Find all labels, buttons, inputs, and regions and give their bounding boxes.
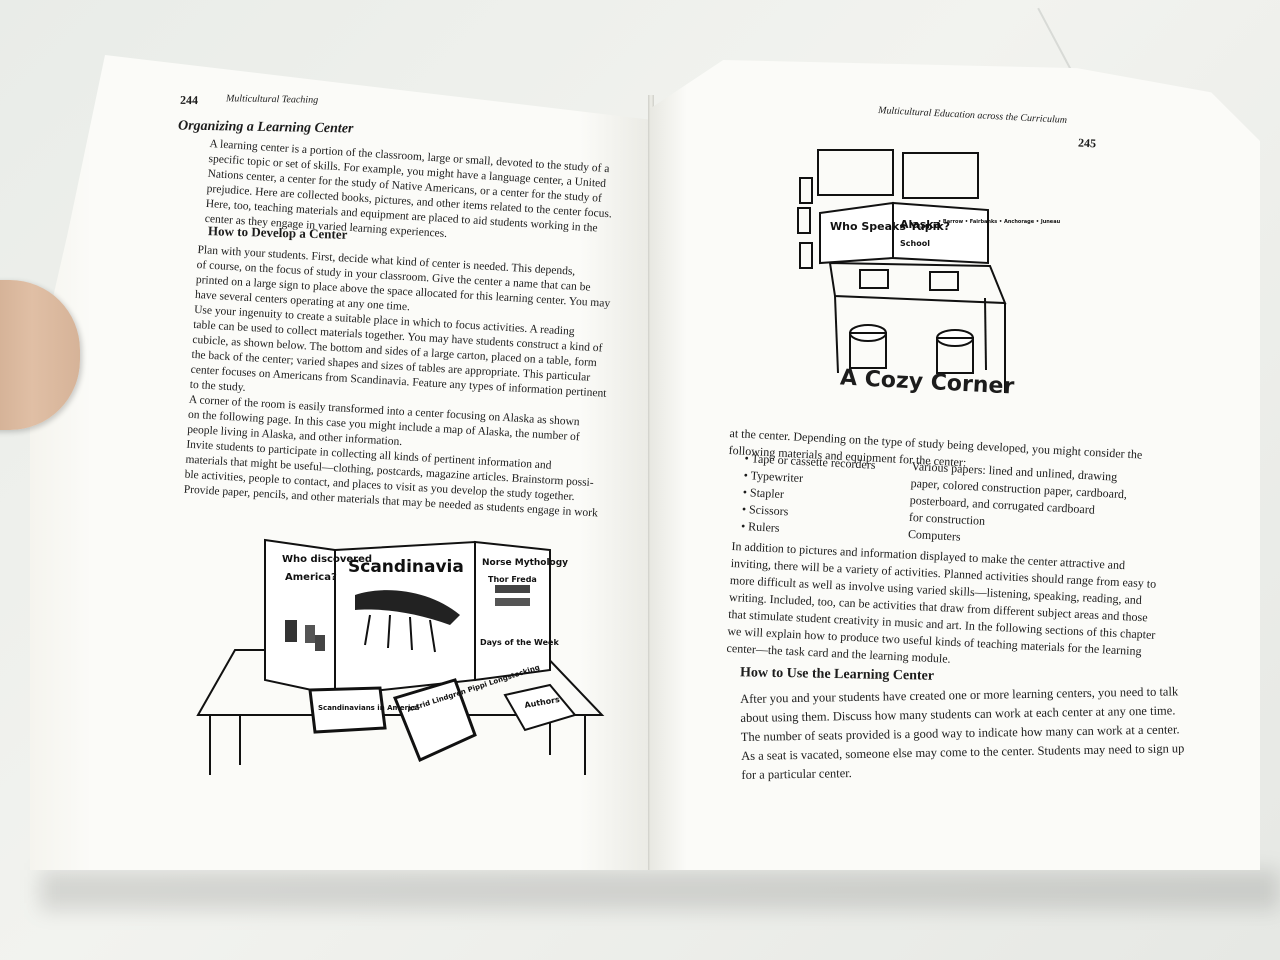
city-list-label: • Barrow • Fairbanks • Anchorage • Junea… — [938, 219, 1061, 225]
alaska-label: Alaska — [900, 218, 941, 231]
heading-how-to-develop: How to Develop a Center — [207, 223, 348, 242]
heading-organizing: Organizing a Learning Center — [177, 118, 354, 137]
right-running-head: Multicultural Education across the Curri… — [877, 105, 1068, 126]
book1-label: Scandinavians in America — [318, 704, 420, 712]
left-running-head: Multicultural Teaching — [225, 93, 319, 106]
sign-label: Who Speaks Yupik? — [830, 220, 950, 233]
right-page: Multicultural Education across the Curri… — [650, 60, 1260, 870]
panel-center-label: Scandinavia — [348, 557, 464, 577]
left-paragraph-2: Plan with your students. First, decide w… — [183, 243, 613, 522]
left-page: 244 Multicultural Teaching Organizing a … — [30, 55, 655, 870]
book-shadow — [40, 870, 1280, 910]
right-paragraph-2: In addition to pictures and information … — [726, 538, 1159, 678]
cozy-corner-illustration: Who Speaks Yupik? Alaska School • Barrow… — [797, 149, 1061, 393]
panel-right-top-label: Norse Mythology — [482, 558, 568, 568]
panel-left-label: Who discovered — [282, 554, 372, 565]
materials-list-right: Various papers: lined and unlined, drawi… — [908, 458, 1129, 554]
school-label: School — [900, 239, 930, 248]
materials-list-left: • Tape or cassette recorders• Typewriter… — [741, 450, 876, 542]
panel-right-sub-label: Thor Freda — [488, 575, 537, 584]
left-page-number: 244 — [179, 92, 199, 108]
scandinavia-center-illustration: Who discovered America? Scandinavia Nors… — [196, 538, 605, 775]
heading-how-to-use: How to Use the Learning Center — [739, 665, 935, 684]
panel-left-label-2: America? — [285, 572, 337, 583]
right-paragraph-3: After you and your students have created… — [740, 682, 1185, 785]
panel-right-bottom-label: Days of the Week — [480, 638, 559, 647]
